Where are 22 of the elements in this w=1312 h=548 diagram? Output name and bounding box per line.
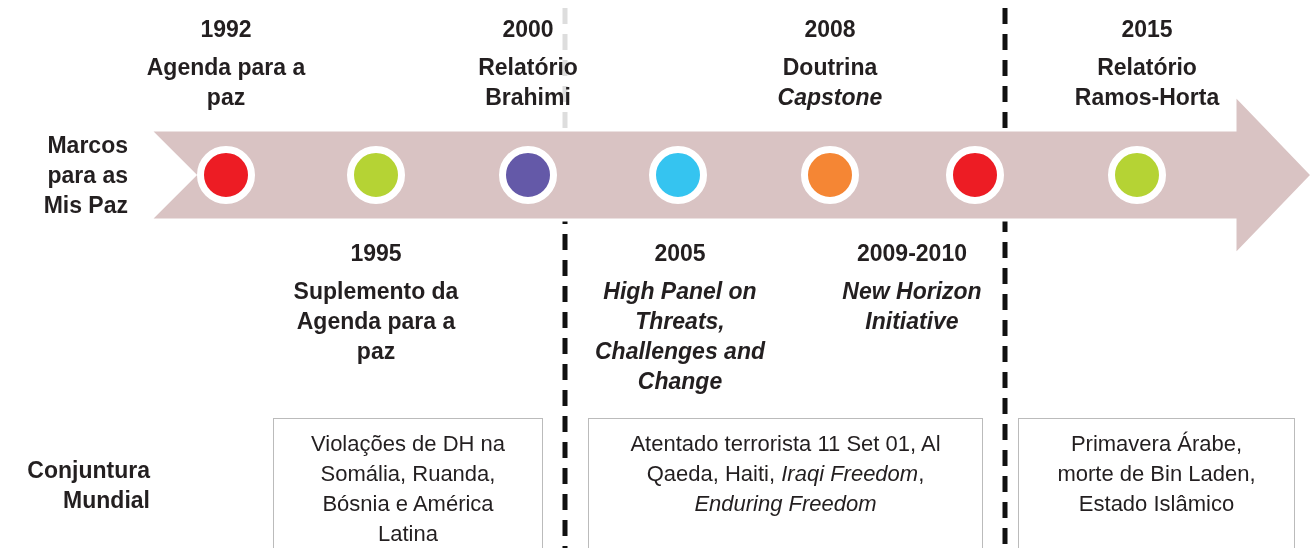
milestone-title: Doutrina Capstone [776,53,884,112]
milestone-title: Relatório Brahimi [477,53,579,112]
event-text: Violações de DH na Somália, Ruanda, Bósnia e América Latina [309,430,506,548]
event-text: Atentado terrorista 11 Set 01, Al Qaeda, Haiti, Iraqi Freedom, Enduring Freedom [629,430,942,518]
milestone-title: New Horizon Initiative [841,277,983,336]
row-label: Marcos para as Mis Paz [42,131,128,220]
milestone-title: Relatório Ramos-Horta [1073,53,1221,112]
year-label: 2015 [1121,15,1173,44]
event-card [588,418,983,548]
event-card [1018,418,1295,548]
row-label: Conjuntura Mundial [26,456,150,515]
year-label: 2005 [654,239,706,268]
year-label: 1995 [350,239,402,268]
milestone-title: Agenda para a paz [145,53,307,112]
milestone-title: High Panel on Threats, Challenges and Change [595,277,765,396]
milestone-title: Suplemento da Agenda para a paz [292,277,460,366]
year-label: 2008 [804,15,856,44]
year-label: 2000 [502,15,554,44]
year-label: 2009-2010 [857,239,967,268]
year-label: 1992 [200,15,252,44]
event-text: Primavera Árabe, morte de Bin Laden, Estado Islâmico [1056,430,1257,518]
event-card [273,418,543,548]
